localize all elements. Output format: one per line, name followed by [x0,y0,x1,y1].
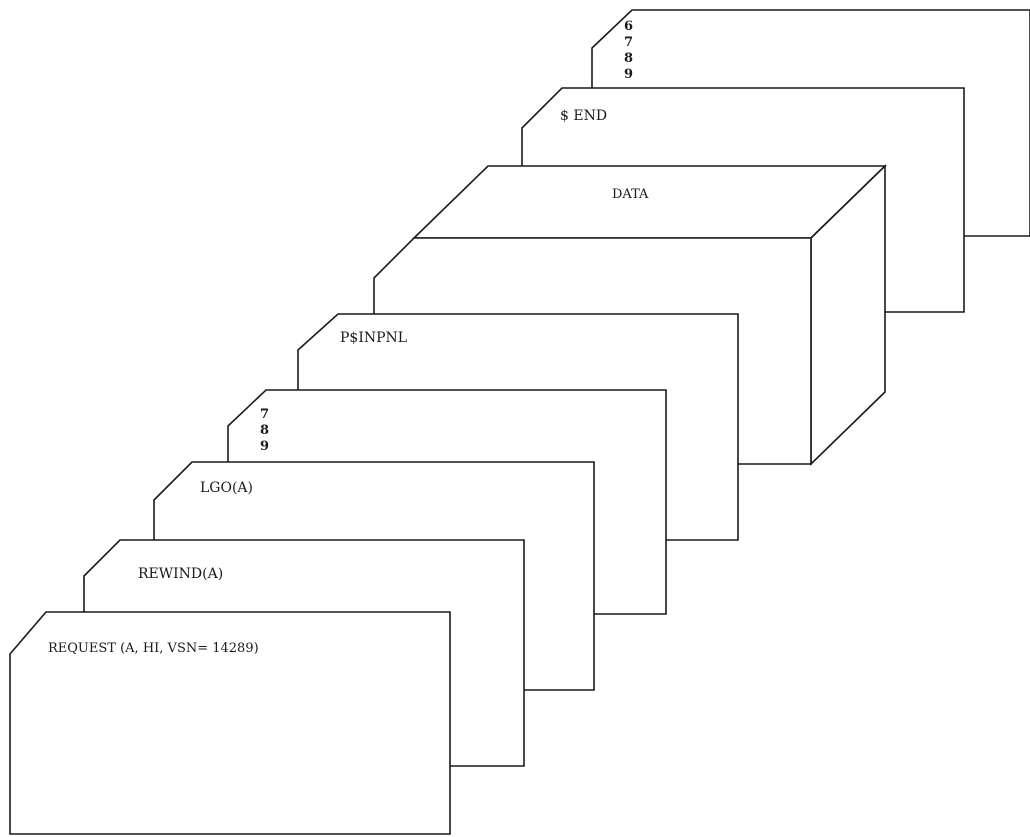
card-psinpnl-label: P$INPNL [340,330,407,346]
card-request: REQUEST (A, HI, VSN= 14289) [10,612,450,834]
card-6789-row-3: 8 [624,51,633,66]
card-6789-row-1: 6 [624,19,633,34]
card-request-label: REQUEST (A, HI, VSN= 14289) [48,641,259,656]
card-789-row-2: 8 [260,423,269,438]
card-6789-row-4: 9 [624,67,633,82]
card-789-row-1: 7 [260,407,269,422]
card-end-label: $ END [560,108,607,124]
card-rewind-label: REWIND(A) [138,566,223,582]
card-789-row-3: 9 [260,439,269,454]
card-lgo-label: LGO(A) [200,480,253,496]
card-6789-row-2: 7 [624,35,633,50]
data-block-label: DATA [612,187,649,202]
